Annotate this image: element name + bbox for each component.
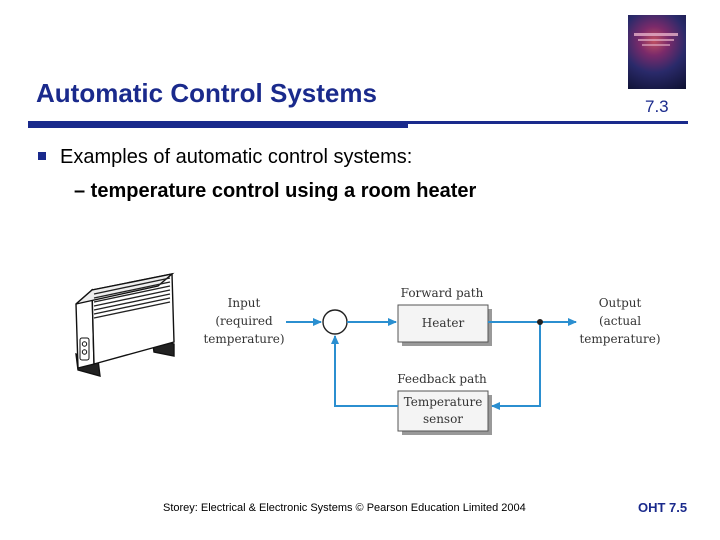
sensor-label-line2: sensor — [423, 412, 463, 426]
summing-junction — [322, 309, 348, 335]
heater-block — [397, 304, 489, 343]
bullet-main: Examples of automatic control systems: — [38, 146, 412, 169]
bullet-main-text: Examples of automatic control systems: — [60, 146, 413, 168]
input-label-line2: (required — [215, 314, 273, 328]
slide-title: Automatic Control Systems — [36, 78, 377, 108]
output-label: Output — [599, 296, 642, 310]
heater-label: Heater — [422, 316, 465, 330]
slide-number: 7.3 — [645, 97, 669, 116]
forward-path-label: Forward path — [401, 286, 484, 300]
feedback-return-arrow — [331, 335, 398, 407]
title-rule-accent — [28, 124, 408, 128]
bullet-sub: – temperature control using a room heate… — [74, 180, 477, 202]
feedback-path-label: Feedback path — [397, 372, 487, 386]
output-label-line3: temperature) — [579, 332, 660, 346]
takeoff-point — [537, 319, 543, 325]
room-heater-illustration — [75, 272, 175, 377]
square-bullet-icon — [38, 152, 46, 160]
book-cover-image — [628, 15, 686, 89]
feedback-down-arrow — [491, 322, 541, 410]
input-label: Input — [228, 296, 261, 310]
output-label-line2: (actual — [599, 314, 641, 328]
oht-label: OHT 7.5 — [638, 500, 688, 515]
input-label-line3: temperature) — [203, 332, 284, 346]
control-loop-diagram: Input (required temperature) Forward pat… — [203, 286, 661, 435]
title-rule — [28, 121, 688, 124]
sensor-block — [397, 390, 489, 432]
footer-credit: Storey: Electrical & Electronic Systems … — [163, 502, 526, 514]
sensor-label: Temperature — [404, 395, 483, 409]
